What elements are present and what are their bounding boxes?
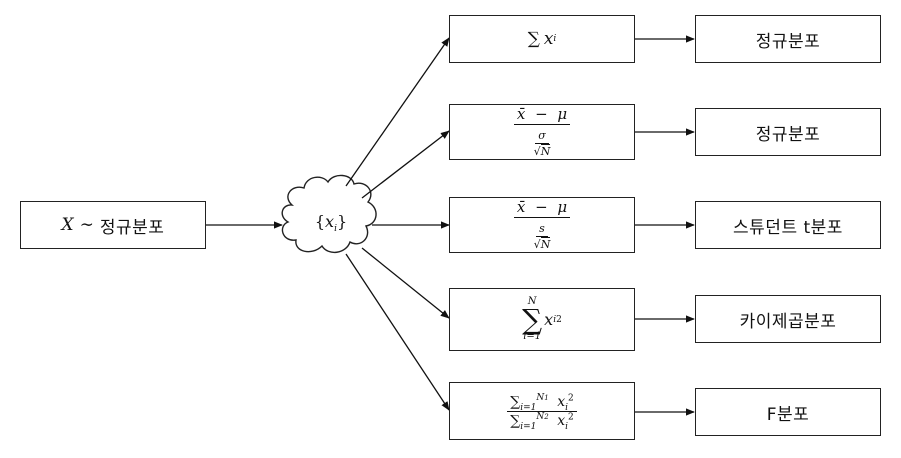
arrow-sample-to-z: [361, 130, 450, 199]
result-box-normal-2: 정규분포: [695, 108, 881, 156]
result-box-normal-1: 정규분포: [695, 15, 881, 63]
z-fraction: x̄ − μ σ √N: [513, 107, 571, 158]
arrow-sample-to-f: [345, 253, 450, 411]
arrow-sample-to-chisq: [361, 247, 450, 319]
arrow-sample-to-sum: [345, 37, 450, 187]
stat-box-f: ∑i=1N1 xi2 ∑i=1N2 xi2: [449, 382, 635, 440]
result-box-f: F분포: [695, 388, 881, 436]
sample-label: {xi}: [314, 212, 348, 235]
source-distribution-box: X ∼ 정규분포: [20, 201, 206, 249]
stat-box-z: x̄ − μ σ √N: [449, 104, 635, 160]
f-fraction: ∑i=1N1 xi2 ∑i=1N2 xi2: [507, 393, 577, 431]
result-box-chi-square: 카이제곱분포: [695, 295, 881, 343]
t-fraction: x̄ − μ s √N: [513, 200, 571, 251]
sample-cloud: [281, 174, 377, 253]
result-box-student-t: 스튜던트 t분포: [695, 201, 881, 249]
stat-box-t: x̄ − μ s √N: [449, 197, 635, 253]
